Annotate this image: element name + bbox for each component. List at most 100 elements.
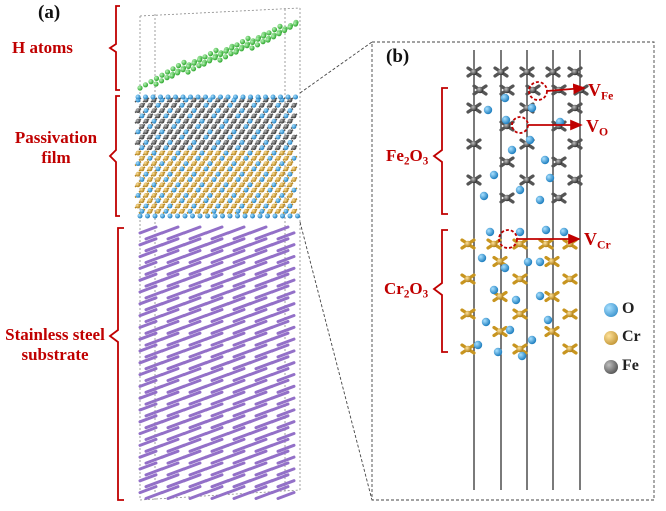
substrate-atom-rod [138,237,158,247]
iron-atom [227,113,233,119]
substrate-atom-rod [270,414,290,424]
oxygen-atom [163,177,169,182]
iron-atom [247,129,253,135]
chromium-atom [279,203,285,209]
oxygen-atom [143,171,149,177]
chromium-atom [207,182,213,188]
oxygen-atom [183,193,189,198]
oxygen-atom [183,161,189,167]
chromium-atom [171,166,177,172]
chromium-atom [203,208,209,214]
oxygen-atom [263,171,269,177]
oxygen-atom [479,191,489,201]
label-vacancy-fe: VFe [588,80,613,103]
iron-atom [263,118,269,124]
substrate-atom-rod [144,349,164,359]
oxygen-atom [187,208,193,214]
oxygen-atom [501,115,511,125]
iron-atom [195,102,201,108]
oxygen-atom [191,108,197,113]
chromium-atom [243,208,249,214]
chromium-atom [496,258,504,265]
iron-atom [215,129,221,135]
substrate-atom-rod [204,402,224,412]
oxygen-atom [137,213,143,219]
vacancy-o-base: V [586,116,599,136]
oxygen-atom [207,129,213,135]
substrate-atom-rod [210,373,230,382]
oxygen-atom [171,155,177,161]
oxygen-atom [188,94,193,100]
cr2o3-base: Cr [384,279,404,298]
substrate-atom-rod [270,343,290,353]
oxygen-atom [283,113,289,119]
hydrogen-atom [265,37,271,43]
fe2o3-mid: O [409,146,423,165]
substrate-atom-rod [188,255,208,264]
substrate-atom-rod [188,325,208,335]
vacancy-cr-base: V [584,229,597,249]
oxygen-atom [191,171,197,177]
hydrogen-atom [153,75,160,81]
substrate-atom-rod [210,467,230,477]
chromium-atom [247,203,253,209]
iron-atom [203,113,209,119]
chromium-atom [207,203,213,209]
chromium-atom [291,177,297,182]
iron-atom [211,134,217,140]
oxygen-atom [227,213,233,219]
substrate-atom-rod [276,302,296,312]
chromium-atom [247,161,253,167]
oxygen-atom [287,213,293,219]
oxygen-atom [239,140,245,145]
oxygen-atom [147,187,153,193]
chromium-atom [155,208,161,214]
substrate-atom-rod [270,473,290,483]
oxygen-atom [291,124,297,129]
substrate-atom-rod [166,396,186,406]
chromium-atom [175,171,181,177]
chromium-atom [251,155,257,161]
substrate-atom-rod [270,272,290,282]
iron-atom [271,108,277,113]
chromium-atom [183,171,189,177]
substrate-atom-rod [138,355,158,365]
iron-atom [279,118,285,124]
iron-atom [255,118,261,124]
substrate-atom-rod [276,479,296,489]
iron-atom [243,113,249,119]
substrate-atom-rod [232,266,252,276]
chromium-atom [267,166,273,172]
substrate-atom-rod [188,231,208,241]
panel-b-frame [371,41,655,501]
substrate-atom-rod [166,278,186,288]
substrate-atom-rod [232,420,252,430]
iron-atom [175,108,181,113]
chromium-atom [239,193,245,198]
chromium-atom [215,150,221,156]
oxygen-atom [205,213,210,219]
iron-atom [219,145,225,151]
label-fe2o3: Fe2O3 [386,146,428,167]
oxygen-atom [199,150,205,156]
oxygen-atom [251,166,257,172]
hydrogen-atom [292,21,299,27]
chromium-atom [251,208,257,214]
iron-atom [503,86,511,94]
substrate-atom-rod [276,443,296,453]
chromium-atom [139,155,145,161]
substrate-atom-rod [270,437,290,447]
chromium-atom [179,177,185,182]
cr2o3-sub2: 3 [422,288,429,301]
oxygen-atom [175,182,181,188]
chromium-atom [259,187,265,193]
oxygen-atom [251,102,257,108]
substrate-atom-rod [232,443,252,453]
chromium-atom [195,177,201,182]
hydrogen-atom [233,49,239,55]
substrate-atom-rod [204,449,224,459]
oxygen-atom [179,198,185,204]
oxygen-atom [215,108,221,113]
iron-atom [259,124,265,129]
iron-atom [470,176,478,184]
